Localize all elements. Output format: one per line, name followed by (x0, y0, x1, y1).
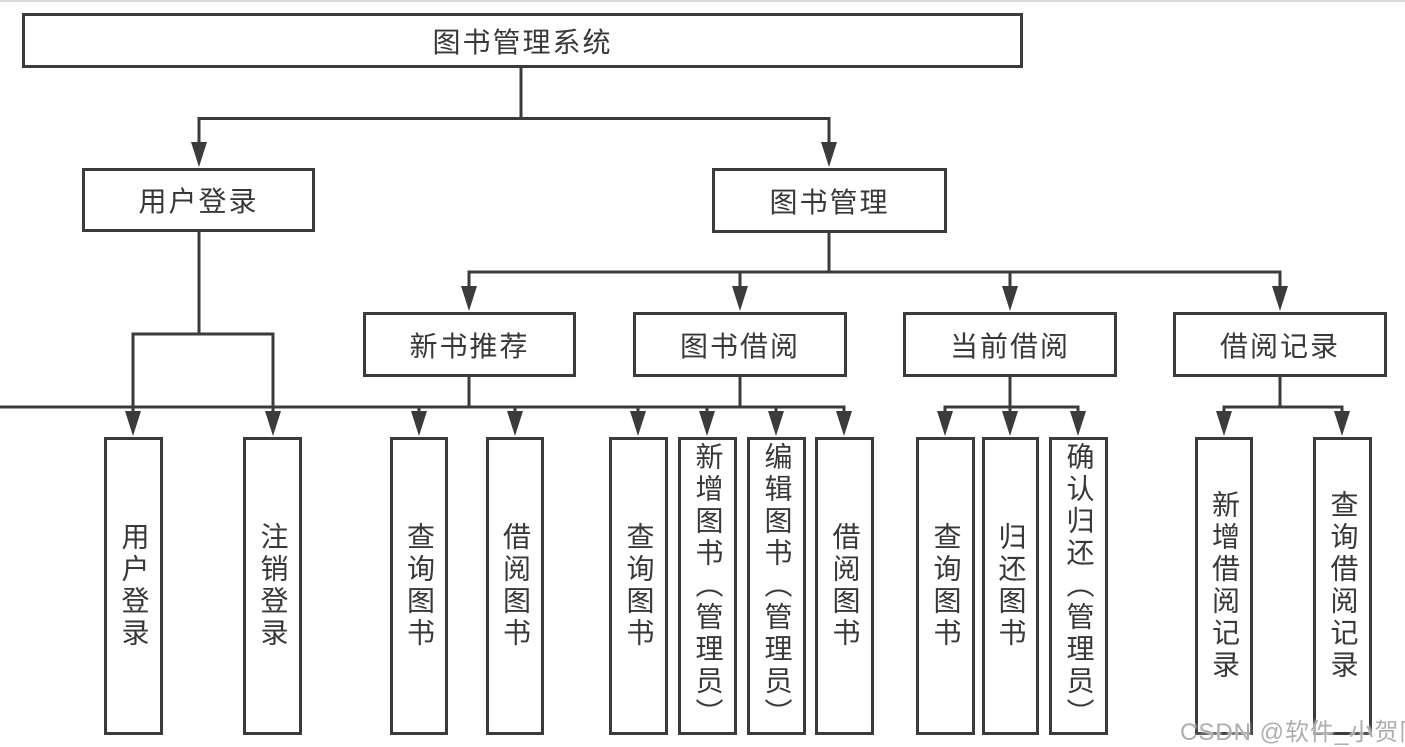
leaf-confirm-return-admin: 确认归还（管理员） (1049, 437, 1108, 735)
leaf-label: 借阅图书 (500, 522, 531, 650)
node-root-library-management-system: 图书管理系统 (22, 13, 1023, 68)
node-book-management: 图书管理 (712, 168, 947, 233)
csdn-watermark: CSDN @软件_小贺同学 (1180, 719, 1405, 746)
leaf-add-books-admin: 新增图书（管理员） (678, 437, 737, 735)
node-book-borrow: 图书借阅 (633, 312, 847, 377)
leaf-query-books-current: 查询图书 (916, 437, 975, 735)
leaf-add-borrow-record: 新增借阅记录 (1195, 437, 1253, 735)
leaf-query-borrow-record: 查询借阅记录 (1313, 437, 1372, 735)
leaf-label: 查询借阅记录 (1327, 490, 1359, 682)
leaf-label: 查询图书 (623, 522, 655, 650)
leaf-borrow-books: 借阅图书 (815, 437, 874, 735)
leaf-label: 借阅图书 (829, 522, 861, 650)
node-borrow-records: 借阅记录 (1173, 312, 1387, 377)
leaf-edit-books-admin: 编辑图书（管理员） (747, 437, 806, 735)
leaf-label: 编辑图书（管理员） (761, 442, 793, 730)
leaf-label: 新增借阅记录 (1209, 490, 1240, 682)
leaf-label: 查询图书 (404, 522, 435, 650)
leaf-label: 归还图书 (995, 522, 1027, 650)
node-current-borrow: 当前借阅 (903, 312, 1117, 377)
leaf-logout: 注销登录 (243, 437, 302, 735)
leaf-label: 用户登录 (118, 522, 150, 650)
leaf-label: 确认归还（管理员） (1063, 442, 1095, 730)
leaf-label: 查询图书 (930, 522, 962, 650)
node-new-book-recommend: 新书推荐 (363, 312, 576, 377)
leaf-return-books: 归还图书 (982, 437, 1039, 735)
leaf-user-login: 用户登录 (104, 437, 163, 735)
leaf-label: 新增图书（管理员） (692, 442, 724, 730)
leaf-label: 注销登录 (257, 522, 289, 650)
node-user-login: 用户登录 (82, 168, 315, 232)
leaf-query-books-recommend: 查询图书 (390, 437, 448, 735)
top-edge-divider (0, 0, 1405, 2)
leaf-query-books-borrow: 查询图书 (609, 437, 668, 735)
leaf-borrow-books-recommend: 借阅图书 (486, 437, 544, 735)
